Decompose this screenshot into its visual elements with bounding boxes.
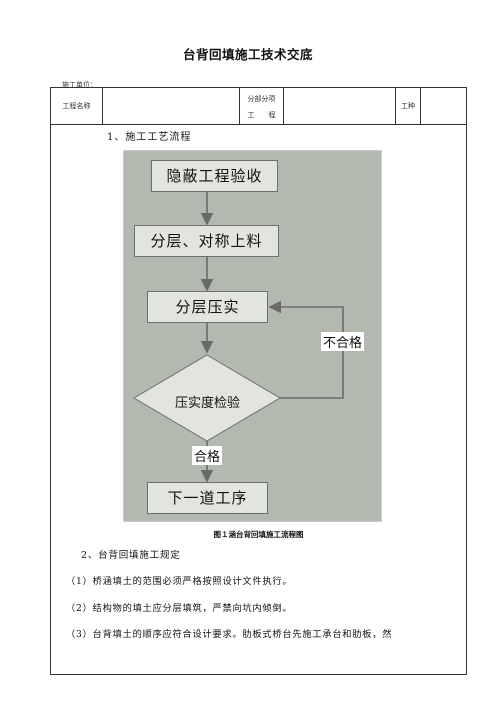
flow-node-layered-feeding: 分层、对称上料: [134, 225, 279, 257]
flowchart-connectors: [133, 192, 344, 483]
flow-label-pass: 合格: [192, 446, 223, 465]
section1-heading: 1、施工工艺流程: [107, 132, 192, 143]
flow-node-layered-compaction: 分层压实: [147, 291, 268, 323]
flow-node-acceptance: 隐蔽工程验收: [151, 160, 278, 192]
trade-label-cell: 工种: [396, 88, 421, 124]
fail-loop-line: [268, 300, 344, 399]
flow-label-fail: 不合格: [321, 332, 365, 351]
section2-heading: 2、台背回填施工规定: [81, 550, 181, 561]
header-row: 工程名称 分部分项 工 程 工种: [51, 88, 466, 125]
sub-project-value-cell[interactable]: [284, 88, 396, 124]
disclosure-sheet: 工程名称 分部分项 工 程 工种 1、施工工艺流程: [50, 87, 467, 675]
project-name-label-cell: 工程名称: [51, 88, 103, 124]
document-title: 台背回填施工技术交底: [182, 47, 313, 62]
sub-project-label-cell: 分部分项 工 程: [240, 88, 284, 124]
construction-unit-label: 施工单位：: [62, 81, 97, 89]
figure-caption: 图１涵台背回填施工流程图: [213, 530, 304, 539]
sub-project-label-line1: 分部分项: [247, 95, 276, 103]
sub-project-label-line2: 工 程: [247, 111, 276, 119]
paragraph-3: （3）台背填土的顺序应符合设计要求。肋板式桥台先施工承台和肋板，然: [66, 629, 393, 640]
paragraph-2: （2）结构物的填土应分层填筑，严禁向坑内倾倒。: [66, 603, 293, 614]
flow-node-compaction-check: 压实度检验: [174, 396, 240, 411]
trade-value-cell[interactable]: [421, 88, 466, 124]
paragraph-1: （1）桥涵填土的范围必须严格按照设计文件执行。: [66, 576, 293, 587]
flowchart: 隐蔽工程验收 分层、对称上料 分层压实 压实度检验 不合格 合格 下一道工序: [123, 150, 382, 522]
flow-node-next-process: 下一道工序: [147, 482, 268, 514]
project-name-value-cell[interactable]: [103, 88, 240, 124]
project-name-label: 工程名称: [62, 102, 91, 110]
trade-label: 工种: [401, 102, 415, 110]
